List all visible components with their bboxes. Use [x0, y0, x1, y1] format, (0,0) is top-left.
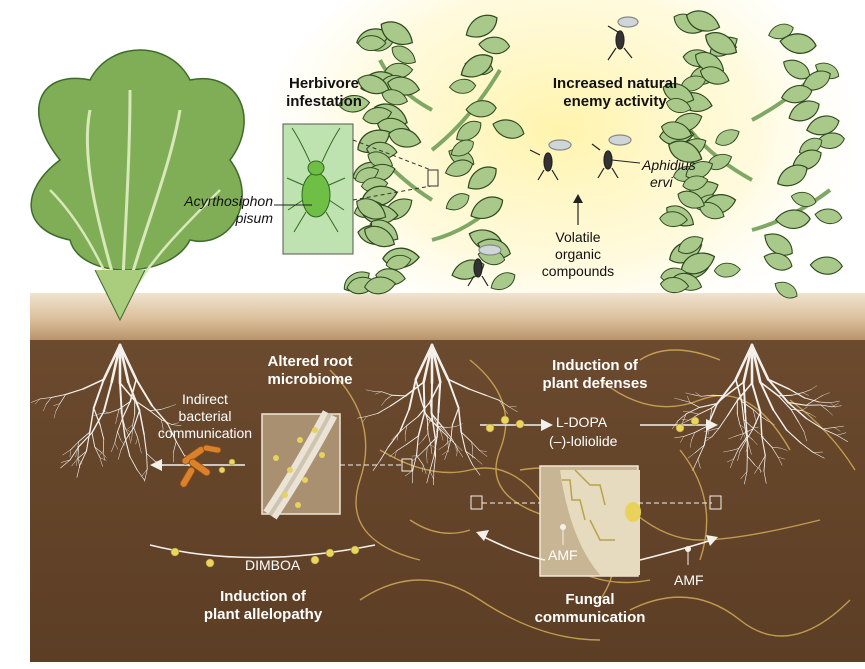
pea-leaf [790, 191, 817, 207]
pea-leaf [682, 175, 709, 191]
root-microbiome-inset [261, 410, 413, 520]
pea-leaf [705, 31, 738, 55]
pea-leaf [356, 198, 387, 220]
pea-leaf [685, 161, 714, 180]
pea-leaf [385, 254, 412, 270]
pea-leaf [763, 252, 793, 271]
lettuce-plant [30, 49, 245, 322]
pea-leaf [465, 100, 497, 118]
pea-leaf [678, 236, 704, 254]
aphid-inset [282, 123, 439, 255]
pea-leaf [668, 140, 703, 163]
pea-leaf [338, 95, 371, 113]
pea-leaf [713, 262, 741, 278]
pea-leaf [364, 225, 396, 248]
wasp-4 [467, 244, 502, 287]
label-dimboa: DIMBOA [245, 557, 301, 573]
label-volatile-compounds: Volatile organic compounds [541, 229, 615, 279]
pea-leaf [768, 23, 794, 40]
pea-leaf [780, 85, 813, 104]
pea-leaf [685, 10, 721, 32]
pea-leaf [665, 98, 692, 113]
pea-leaf [364, 276, 397, 295]
label-acyrthosiphon: Acyrthosiphon pisum [184, 193, 273, 226]
pea-leaf [391, 45, 416, 64]
pea-leaf [357, 74, 390, 95]
pea-leaf [478, 36, 511, 55]
amf-inset [470, 465, 722, 577]
pea-leaf [699, 66, 730, 85]
pea-leaf [779, 33, 817, 54]
pea-leaves [338, 10, 845, 299]
fungal-hyphae [329, 349, 856, 641]
label-allelopathy: Induction of plant allelopathy [203, 588, 323, 623]
label-l-dopa: L-DOPA [556, 414, 608, 430]
soil-surface [30, 293, 865, 343]
label-loliolide: (–)-loliolide [549, 433, 618, 449]
pea-leaf [445, 193, 470, 211]
pea-leaf [802, 70, 831, 91]
compound-dots [170, 415, 700, 568]
pea-leaf [809, 256, 843, 275]
pea-leaf [465, 14, 498, 38]
pea-leaf [357, 35, 387, 52]
label-aphidius: Aphidius ervi [642, 157, 696, 190]
pea-leaf [715, 129, 740, 146]
pea-leaf [659, 277, 690, 294]
pea-leaf [388, 128, 422, 148]
pea-leaf [774, 209, 811, 230]
label-indirect-bacterial: Indirect bacterial communication [157, 391, 253, 441]
label-amf-inset: AMF [548, 547, 578, 563]
pea-leaf [492, 119, 525, 139]
pea-leaf [777, 164, 808, 187]
arrowheads [150, 419, 718, 546]
pea-leaf [448, 78, 477, 94]
root-systems [30, 343, 848, 486]
pea-leaf [774, 281, 798, 299]
label-altered-microbiome: Altered root microbiome [267, 353, 353, 388]
pea-leaf [806, 115, 840, 136]
pea-leaf [380, 21, 414, 46]
pea-leaf [470, 196, 504, 219]
pea-leaf [444, 159, 474, 177]
wasp-1 [607, 16, 639, 61]
pea-leaf [490, 272, 516, 290]
aphidius-pointer [611, 159, 641, 164]
label-fungal-communication: Fungal communication [534, 591, 646, 626]
label-natural-enemy: Increased natural enemy activity [552, 75, 678, 110]
wasp-2 [529, 139, 572, 181]
label-amf-right: AMF [674, 572, 704, 588]
pea-leaf [814, 208, 843, 225]
label-induction-defenses: Induction of plant defenses [542, 357, 648, 392]
pea-leaf [815, 132, 845, 149]
pea-leaf [450, 139, 474, 157]
pea-leaf [660, 121, 693, 140]
pea-leaf [764, 233, 793, 256]
pea-leaf [381, 89, 409, 106]
label-herbivore-infestation: Herbivore infestation [286, 75, 362, 110]
soil-body [30, 340, 865, 662]
pea-leaf [467, 166, 497, 190]
pea-leaf [677, 190, 705, 209]
pea-leaf [460, 54, 493, 78]
pea-leaf [788, 100, 820, 122]
pea-leaf [659, 211, 688, 228]
bacteria [179, 444, 222, 488]
